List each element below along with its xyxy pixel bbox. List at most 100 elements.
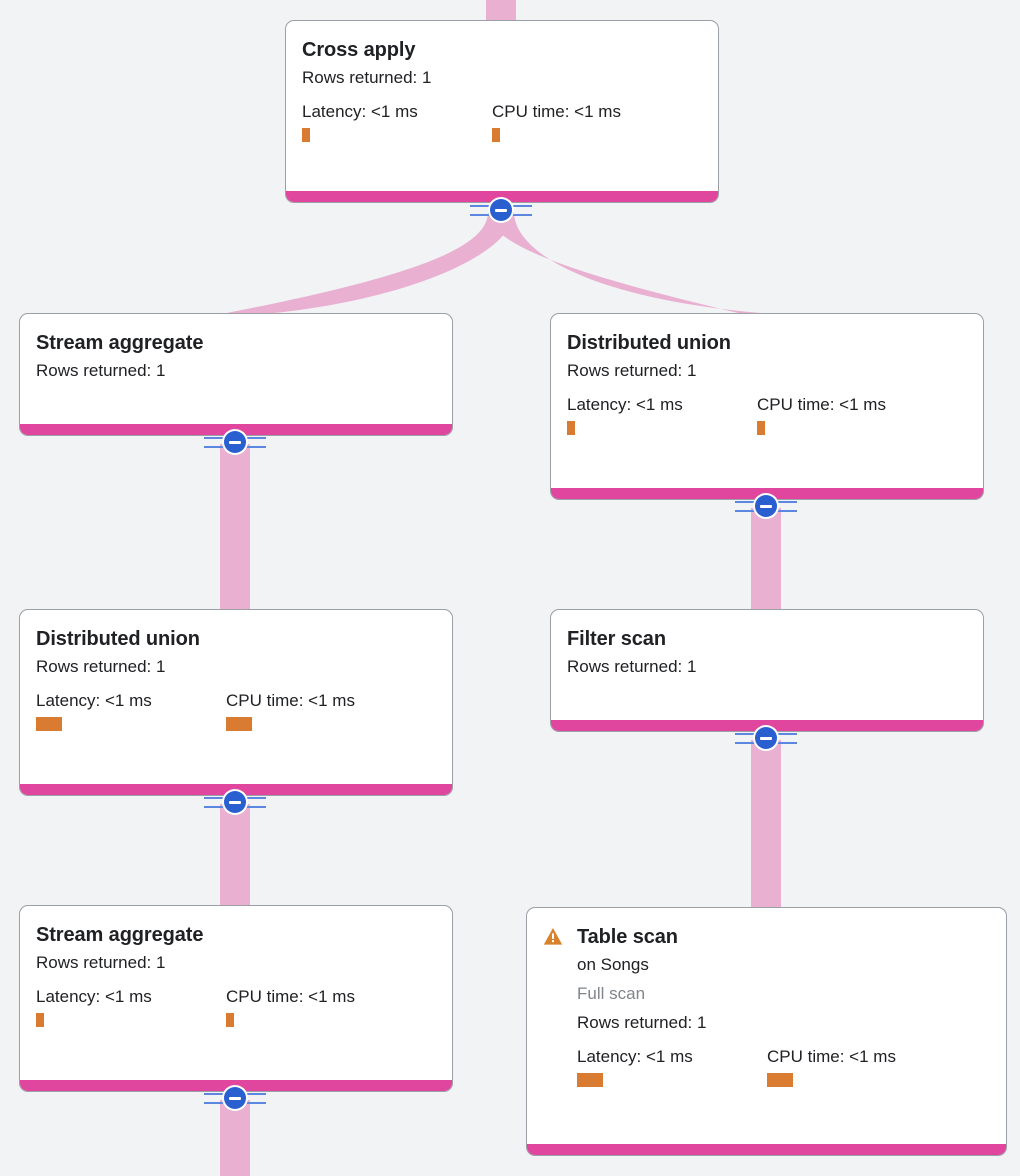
toggle-rail-right bbox=[246, 1093, 266, 1104]
toggle-distributed-union-l[interactable] bbox=[204, 789, 266, 815]
edge-cross-apply-to-stream-agg-1 bbox=[216, 212, 514, 315]
node-rows-returned: Rows returned: 1 bbox=[36, 657, 166, 676]
node-metrics: Latency: <1 ms CPU time: <1 ms bbox=[577, 1046, 990, 1087]
collapse-minus-icon[interactable] bbox=[222, 429, 248, 455]
toggle-stream-aggregate-1[interactable] bbox=[204, 429, 266, 455]
toggle-rail-left bbox=[735, 733, 755, 744]
metric-cpu: CPU time: <1 ms bbox=[767, 1046, 896, 1087]
metric-cpu-bar bbox=[757, 421, 765, 435]
toggle-rail-left bbox=[204, 1093, 224, 1104]
metric-latency: Latency: <1 ms bbox=[567, 394, 757, 435]
metric-latency: Latency: <1 ms bbox=[577, 1046, 767, 1087]
node-rows-returned: Rows returned: 1 bbox=[302, 68, 432, 87]
toggle-rail-left bbox=[735, 501, 755, 512]
toggle-filter-scan[interactable] bbox=[735, 725, 797, 751]
metric-cpu-label: CPU time: <1 ms bbox=[226, 691, 355, 710]
node-rows-returned: Rows returned: 1 bbox=[567, 361, 697, 380]
edge-filter-scan-to-table-scan bbox=[751, 740, 781, 909]
warning-triangle-icon bbox=[543, 928, 563, 945]
node-title: Table scan bbox=[577, 926, 678, 948]
node-title: Stream aggregate bbox=[36, 332, 204, 354]
toggle-rail-left bbox=[204, 797, 224, 808]
node-rows-returned: Rows returned: 1 bbox=[577, 1013, 707, 1032]
node-rows-returned: Rows returned: 1 bbox=[36, 361, 166, 380]
toggle-rail-right bbox=[246, 797, 266, 808]
warning-slot bbox=[543, 924, 577, 946]
toggle-rail-left bbox=[470, 205, 490, 216]
edge-dist-union-l-to-stream-agg-2 bbox=[220, 804, 250, 907]
node-title: Stream aggregate bbox=[36, 924, 204, 946]
toggle-rail-right bbox=[777, 501, 797, 512]
node-metrics: Latency: <1 ms CPU time: <1 ms bbox=[567, 394, 967, 435]
metric-cpu-label: CPU time: <1 ms bbox=[767, 1047, 896, 1066]
node-title: Cross apply bbox=[302, 39, 416, 61]
collapse-minus-icon[interactable] bbox=[753, 725, 779, 751]
metric-latency-bar bbox=[577, 1073, 603, 1087]
metric-latency-label: Latency: <1 ms bbox=[36, 691, 152, 710]
edge-dist-union-r-to-filter-scan bbox=[751, 508, 781, 611]
metric-latency: Latency: <1 ms bbox=[36, 690, 226, 731]
metric-cpu-bar bbox=[767, 1073, 793, 1087]
metric-latency-bar bbox=[36, 1013, 44, 1027]
metric-cpu-bar bbox=[226, 1013, 234, 1027]
collapse-minus-icon[interactable] bbox=[222, 789, 248, 815]
collapse-minus-icon[interactable] bbox=[753, 493, 779, 519]
collapse-minus-icon[interactable] bbox=[488, 197, 514, 223]
node-rows-returned: Rows returned: 1 bbox=[567, 657, 697, 676]
edge-top-stub bbox=[486, 0, 516, 22]
metric-cpu: CPU time: <1 ms bbox=[757, 394, 886, 435]
node-footer-accent bbox=[286, 191, 718, 202]
metric-latency: Latency: <1 ms bbox=[302, 101, 492, 142]
metric-cpu: CPU time: <1 ms bbox=[226, 690, 355, 731]
edge-stream-agg-1-to-dist-union-l bbox=[220, 444, 250, 611]
toggle-rail-right bbox=[777, 733, 797, 744]
metric-cpu-label: CPU time: <1 ms bbox=[492, 102, 621, 121]
node-footer-accent bbox=[527, 1144, 1006, 1155]
metric-cpu-bar bbox=[492, 128, 500, 142]
metric-latency-label: Latency: <1 ms bbox=[577, 1047, 693, 1066]
metric-latency-bar bbox=[302, 128, 310, 142]
node-title: Distributed union bbox=[36, 628, 200, 650]
metric-cpu: CPU time: <1 ms bbox=[492, 101, 621, 142]
node-metrics: Latency: <1 ms CPU time: <1 ms bbox=[36, 690, 436, 731]
edge-cross-apply-to-dist-union-r bbox=[488, 212, 785, 315]
collapse-minus-icon[interactable] bbox=[222, 1085, 248, 1111]
metric-latency-bar bbox=[36, 717, 62, 731]
toggle-distributed-union-r[interactable] bbox=[735, 493, 797, 519]
toggle-rail-right bbox=[246, 437, 266, 448]
toggle-stream-aggregate-2[interactable] bbox=[204, 1085, 266, 1111]
metric-latency-label: Latency: <1 ms bbox=[302, 102, 418, 121]
metric-cpu-label: CPU time: <1 ms bbox=[226, 987, 355, 1006]
toggle-cross-apply[interactable] bbox=[470, 197, 532, 223]
metric-latency-label: Latency: <1 ms bbox=[567, 395, 683, 414]
metric-cpu: CPU time: <1 ms bbox=[226, 986, 355, 1027]
toggle-rail-left bbox=[204, 437, 224, 448]
